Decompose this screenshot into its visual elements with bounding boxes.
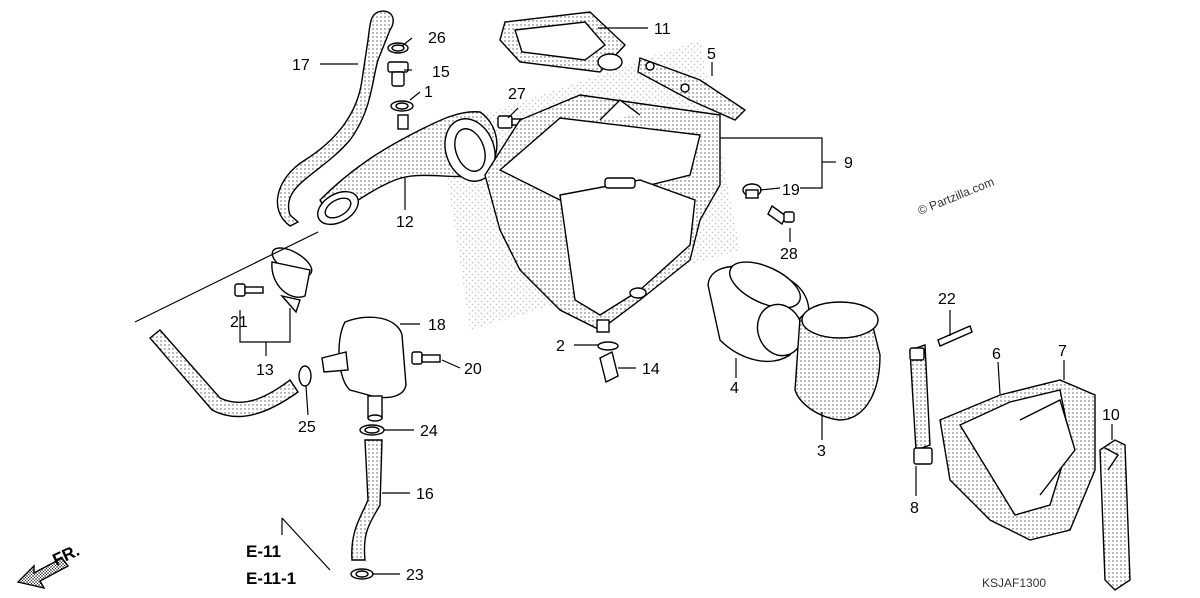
bracket-10[interactable] <box>1099 439 1131 591</box>
label-20[interactable]: 20 <box>464 361 482 378</box>
reference-e11-1[interactable]: E-11-1 <box>246 569 296 588</box>
label-28[interactable]: 28 <box>780 246 798 263</box>
clip-25[interactable] <box>298 365 312 387</box>
label-8[interactable]: 8 <box>910 500 919 517</box>
breather-tube-17[interactable] <box>276 10 394 227</box>
clip-1[interactable] <box>390 100 414 112</box>
label-3[interactable]: 3 <box>817 443 826 460</box>
label-23[interactable]: 23 <box>406 567 424 584</box>
clip-2[interactable] <box>597 341 619 351</box>
clip-26[interactable] <box>387 42 409 54</box>
clip-23[interactable] <box>350 568 374 580</box>
diagram-code: KSJAF1300 <box>982 576 1046 590</box>
label-18[interactable]: 18 <box>428 317 446 334</box>
bolt-20[interactable] <box>411 351 441 365</box>
intake-duct-11[interactable] <box>499 11 626 73</box>
air-element-4[interactable] <box>707 253 810 362</box>
bolt-28[interactable] <box>767 204 795 226</box>
label-15[interactable]: 15 <box>432 64 450 81</box>
label-13[interactable]: 13 <box>256 362 274 379</box>
clip-24[interactable] <box>359 424 385 436</box>
tube-16[interactable] <box>351 439 383 561</box>
label-24[interactable]: 24 <box>420 423 438 440</box>
label-7[interactable]: 7 <box>1058 343 1067 360</box>
front-arrow-icon <box>16 557 70 590</box>
label-9[interactable]: 9 <box>844 155 853 172</box>
label-19[interactable]: 19 <box>782 182 800 199</box>
label-12[interactable]: 12 <box>396 214 414 231</box>
label-1[interactable]: 1 <box>424 84 433 101</box>
cover-6-7[interactable] <box>939 379 1096 541</box>
label-2[interactable]: 2 <box>556 338 565 355</box>
label-10[interactable]: 10 <box>1102 407 1120 424</box>
label-14[interactable]: 14 <box>642 361 660 378</box>
label-5[interactable]: 5 <box>707 46 716 63</box>
bracket-5[interactable] <box>637 57 747 121</box>
label-22[interactable]: 22 <box>938 291 956 308</box>
screw-21[interactable] <box>234 283 264 297</box>
foam-element-3[interactable] <box>794 301 881 421</box>
label-11[interactable]: 11 <box>654 21 671 38</box>
drain-chamber-18[interactable] <box>321 316 407 422</box>
leader-lines <box>134 27 1113 575</box>
air-cleaner-case-9[interactable] <box>484 94 721 333</box>
joint-13[interactable] <box>268 242 316 314</box>
strap-8[interactable] <box>909 344 933 465</box>
label-4[interactable]: 4 <box>730 380 739 397</box>
reference-e11[interactable]: E-11 <box>246 542 281 561</box>
label-21[interactable]: 21 <box>230 314 248 331</box>
part-labels: 1 2 3 4 5 6 7 8 9 10 11 12 13 14 15 16 1… <box>230 21 1120 584</box>
label-17[interactable]: 17 <box>292 57 310 74</box>
label-25[interactable]: 25 <box>298 419 316 436</box>
label-26[interactable]: 26 <box>428 30 446 47</box>
drain-cap-14[interactable] <box>599 350 619 384</box>
label-16[interactable]: 16 <box>416 486 434 503</box>
intake-tube-12[interactable] <box>312 111 504 231</box>
watermark: © Partzilla.com <box>916 175 996 218</box>
label-27[interactable]: 27 <box>508 86 526 103</box>
label-6[interactable]: 6 <box>992 346 1001 363</box>
grommet-19[interactable] <box>742 183 762 199</box>
drain-hose-13[interactable] <box>148 329 299 418</box>
fitting-15[interactable] <box>387 61 409 87</box>
clip-22[interactable] <box>937 325 973 347</box>
